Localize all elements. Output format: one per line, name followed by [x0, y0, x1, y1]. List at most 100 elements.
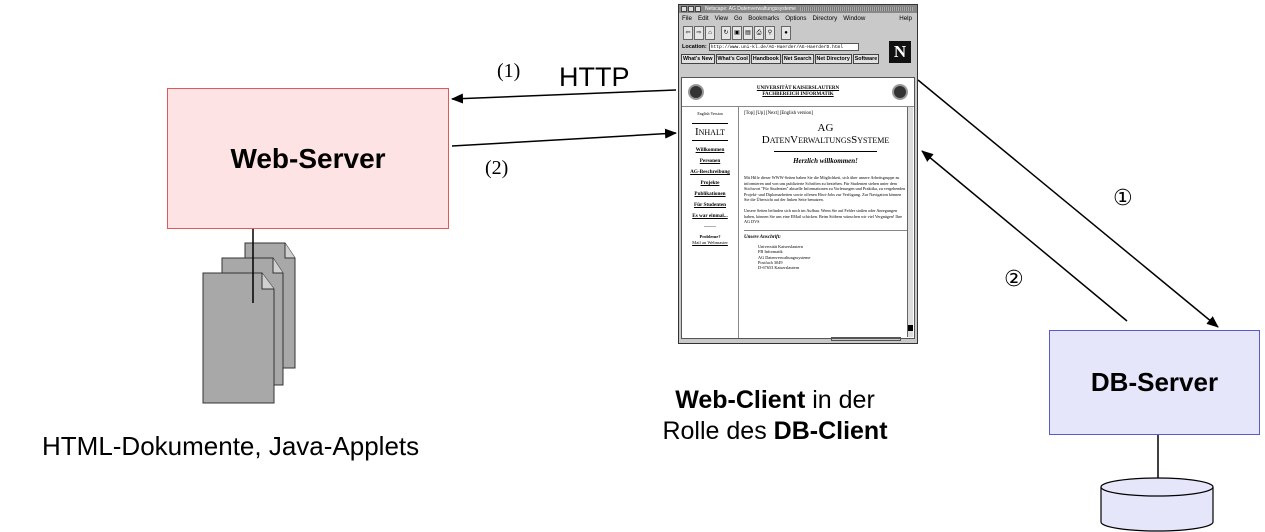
sidebar-link: Es war einmal...: [692, 213, 728, 219]
menu-directory: Directory: [812, 15, 838, 22]
address-line: Universität Kaiserslautern: [758, 243, 803, 249]
intro-paragraph: Mit Hilfe dieser WWW-Seiten haben Sie di…: [744, 175, 906, 203]
sidebar-link: Willkommen: [695, 147, 725, 153]
university-line: UNIVERSITÄT KAISERSLAUTERN: [756, 86, 840, 91]
sidebar-heading: Inhalt: [692, 123, 728, 141]
menu-window: Window: [843, 15, 866, 22]
web-client-caption: Web-Client in der Rolle des DB-Client: [610, 385, 940, 447]
window-menu-icon: [681, 6, 687, 12]
menu-file: File: [682, 15, 692, 22]
browser-toolbar: ⇦ ⇨ ⌂ ↻ ▣ ▤ ⎙ ⚲ ●: [679, 24, 917, 41]
web-client-bold: Web-Client: [675, 386, 806, 414]
menu-edit: Edit: [697, 15, 709, 22]
response-step-label: (2): [485, 157, 509, 179]
title-divider: [774, 151, 877, 152]
university-seal-icon: [688, 84, 704, 100]
web-client-caption-text2: Rolle des: [662, 417, 774, 445]
dir-handbook: Handbook: [750, 54, 781, 64]
reload-icon: ↻: [721, 25, 731, 40]
dir-whats-new: What's New: [681, 54, 715, 64]
db-response-arrow: [921, 150, 1128, 322]
database-cylinder-icon: [1100, 477, 1214, 532]
sidebar-link: Personen: [699, 158, 721, 164]
browser-menu-bar: File Edit View Go Bookmarks Options Dire…: [679, 13, 917, 24]
address-block: Universität Kaiserslautern FB Informatik…: [758, 244, 907, 271]
department-line: FACHBEREICH INFORMATIK: [762, 92, 834, 97]
web-client-caption-text1: in der: [805, 386, 875, 414]
web-server-box: Web-Server: [167, 88, 449, 229]
browser-title-bar: Netscape: AG Datenverwaltungssysteme: [679, 5, 917, 13]
db-request-step-label: ①: [1113, 186, 1133, 211]
address-line: D-67653 Kaiserslautern: [758, 265, 800, 271]
page-nav: [Top] [Up] [Next] [English version]: [744, 111, 813, 116]
address-line: AG Datenverwaltungssysteme: [758, 254, 811, 260]
browser-status-bar: [681, 337, 915, 342]
dir-net-directory: Net Directory: [814, 54, 852, 64]
http-label: HTTP: [559, 62, 630, 92]
location-bar: Location: http://www.uni-kl.de/AG-Haerde…: [679, 41, 917, 53]
sidebar-link: AG-Beschreibung: [690, 169, 730, 175]
web-client-caption-line2: Rolle des DB-Client: [610, 416, 940, 447]
print-icon: ⎙: [754, 25, 764, 40]
page-title: AG DatenVerwaltungsSysteme: [744, 122, 907, 146]
sidebar-divider: ——: [704, 224, 716, 230]
db-client-bold: DB-Client: [773, 417, 888, 445]
menu-options: Options: [785, 15, 807, 22]
db-server-label: DB-Server: [1090, 367, 1219, 397]
find-icon: ⚲: [765, 25, 775, 40]
db-request-arrow: [917, 79, 1219, 328]
stop-icon: ●: [781, 25, 791, 40]
home-icon: ⌂: [705, 25, 715, 40]
sidebar-link: Für Studenten: [693, 202, 727, 208]
browser-content: UNIVERSITÄT KAISERSLAUTERN FACHBEREICH I…: [681, 77, 915, 339]
dir-net-search: Net Search: [781, 54, 814, 64]
menu-bookmarks: Bookmarks: [748, 15, 780, 22]
status-paragraph: Unsere Seiten befinden sich noch im Aufb…: [744, 207, 903, 225]
sidebar-link: Publikationen: [694, 191, 726, 197]
web-client-browser-window: Netscape: AG Datenverwaltungssysteme Fil…: [678, 4, 918, 344]
address-heading: Unsere Anschrift:: [744, 229, 907, 240]
welcome-heading: Herzlich willkommen!: [793, 157, 858, 165]
sidebar-link: Projekte: [700, 180, 720, 186]
db-response-step-label: ②: [1004, 267, 1024, 292]
page-sidebar: English Version Inhalt Willkommen Person…: [682, 107, 739, 338]
page-main: [Top] [Up] [Next] [English version] AG D…: [744, 111, 907, 332]
db-server-box: DB-Server: [1049, 330, 1260, 435]
scrollbar-thumb: [908, 325, 913, 331]
menu-help: Help: [899, 15, 912, 22]
page-scrollbar: [907, 107, 913, 337]
documents-caption: HTML-Dokumente, Java-Applets: [42, 431, 420, 461]
problems-label: Probleme?: [699, 234, 721, 239]
document-stack-icon: [202, 242, 296, 404]
title-stripe: [799, 7, 913, 11]
browser-title: Netscape: AG Datenverwaltungssysteme: [705, 6, 796, 12]
location-field: http://www.uni-kl.de/AG-Haerder/AG-Haerd…: [708, 43, 859, 51]
progress-bar: [831, 337, 901, 341]
images-icon: ▣: [732, 25, 742, 40]
request-step-label: (1): [497, 60, 521, 82]
address-line: FB Informatik: [758, 249, 783, 255]
university-name: UNIVERSITÄT KAISERSLAUTERN FACHBEREICH I…: [757, 86, 839, 98]
page-header: UNIVERSITÄT KAISERSLAUTERN FACHBEREICH I…: [682, 78, 914, 107]
http-request-arrow: [451, 89, 677, 104]
webmaster-mail-link: Mail an Webmaster: [692, 240, 728, 245]
directory-buttons: What's New What's Cool Handbook Net Sear…: [679, 53, 917, 65]
http-response-arrow: [451, 128, 677, 147]
web-client-caption-line1: Web-Client in der: [610, 385, 940, 416]
close-icon: [695, 6, 701, 12]
problems-note: Probleme? Mail an Webmaster: [682, 234, 738, 246]
page-title-ag: AG: [817, 122, 834, 134]
dir-whats-cool: What's Cool: [715, 54, 750, 64]
location-label: Location:: [682, 44, 707, 50]
menu-view: View: [714, 15, 728, 22]
back-icon: ⇦: [683, 25, 693, 40]
university-seal-icon: [891, 84, 908, 100]
menu-go: Go: [733, 15, 743, 22]
open-icon: ▤: [743, 25, 753, 40]
forward-icon: ⇨: [694, 25, 704, 40]
dir-software: Software: [852, 54, 880, 64]
web-server-label: Web-Server: [230, 142, 386, 174]
minimize-icon: [688, 6, 694, 12]
netscape-logo-icon: N: [889, 41, 911, 63]
